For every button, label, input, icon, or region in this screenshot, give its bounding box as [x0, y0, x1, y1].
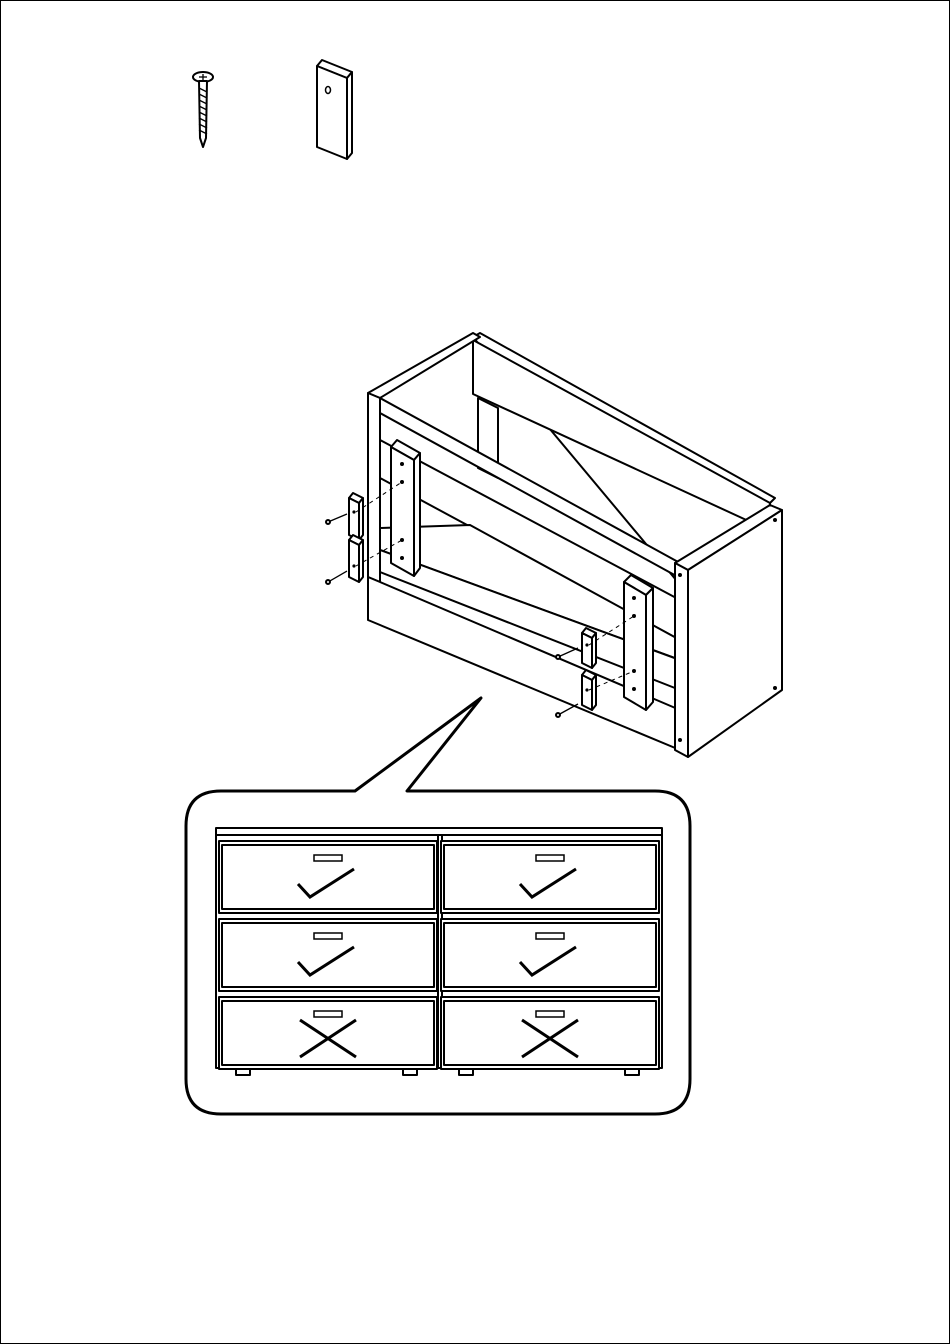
drawer	[219, 841, 437, 913]
drawer	[219, 997, 437, 1069]
dresser-top	[216, 828, 662, 835]
screw-part	[326, 514, 347, 524]
drawer	[441, 997, 659, 1069]
screw-icon	[193, 72, 213, 147]
hole	[773, 518, 777, 522]
dresser-carcass	[368, 333, 782, 757]
wood-block-part	[582, 628, 596, 668]
screw-part	[326, 571, 347, 584]
drawer-handle	[314, 933, 342, 939]
wood-block-part	[349, 535, 363, 582]
drawer	[441, 919, 659, 991]
drawer-handle	[536, 855, 564, 861]
drawer	[219, 919, 437, 991]
drawer	[441, 841, 659, 913]
wood-block-icon	[317, 60, 352, 159]
hole	[773, 686, 777, 690]
left-leg-post	[391, 440, 420, 576]
drawer-handle	[314, 1011, 342, 1017]
hole	[678, 738, 682, 742]
right-leg-post	[624, 575, 653, 710]
drawer-handle	[536, 1011, 564, 1017]
wood-block-part	[349, 493, 363, 540]
screw-part	[556, 648, 578, 659]
drawer-handle	[314, 855, 342, 861]
screw-part	[556, 704, 578, 717]
drawer-handle	[536, 933, 564, 939]
hole	[678, 573, 682, 577]
